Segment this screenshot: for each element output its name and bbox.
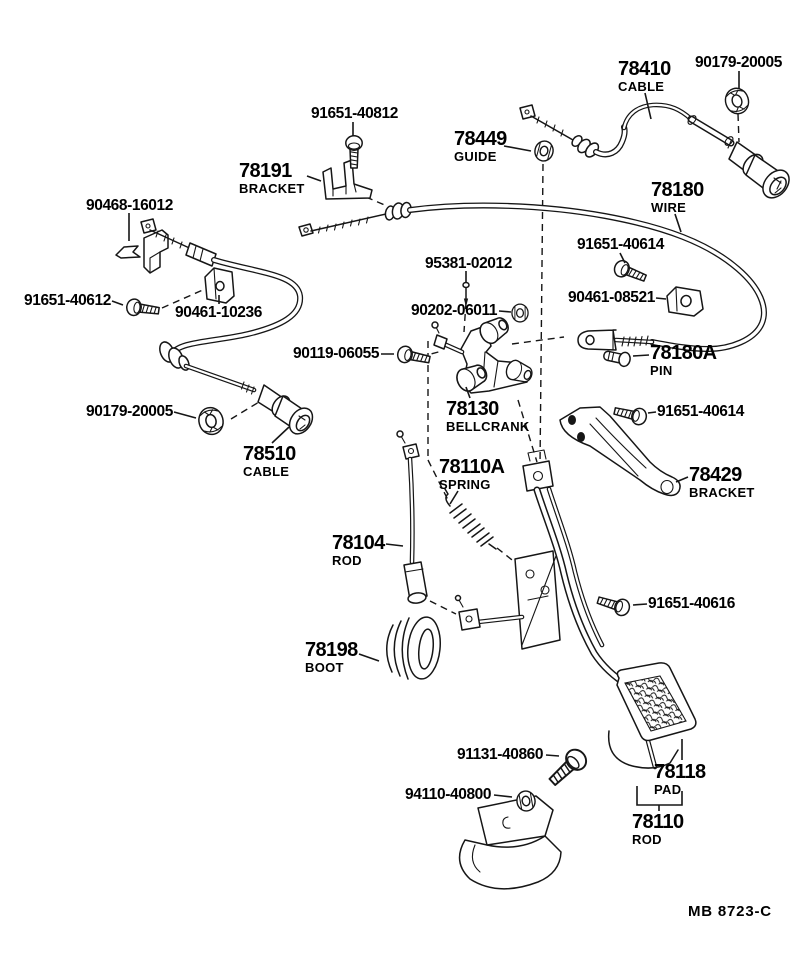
part-caption: ROD xyxy=(332,553,362,568)
part-78104-rod xyxy=(396,430,428,604)
part-78180-wire xyxy=(298,201,767,353)
part-label-90119-06055: 90119-06055 xyxy=(293,345,380,362)
part-label-91651-40614-lower: 91651-40614 xyxy=(657,404,744,420)
part-caption: CABLE xyxy=(618,79,665,94)
bolt-91651-40614-upper xyxy=(611,257,649,287)
part-caption: SPRING xyxy=(439,477,491,492)
part-label-90461-08521: 90461-08521 xyxy=(568,290,655,306)
part-94110-40800-stop xyxy=(458,744,592,890)
part-number: 78449 xyxy=(454,128,507,150)
part-label-90179-20005-top: 90179-20005 xyxy=(695,55,782,71)
part-number: 91651-40616 xyxy=(648,595,735,612)
part-label-90202-06011: 90202-06011 xyxy=(411,302,498,319)
part-number: 78191 xyxy=(239,160,292,182)
part-number: 91651-40612 xyxy=(24,292,111,309)
part-label-91651-40612: 91651-40612 xyxy=(24,293,111,309)
part-number: 91651-40614 xyxy=(657,403,744,420)
part-number: 91131-40860 xyxy=(457,746,544,763)
part-number: 90179-20005 xyxy=(86,403,173,420)
part-78130-bellcrank xyxy=(431,281,536,395)
part-number: 90119-06055 xyxy=(293,345,380,362)
part-caption: PAD xyxy=(654,782,682,797)
part-number: 78180A xyxy=(650,342,717,364)
part-number: 90461-10236 xyxy=(175,304,262,321)
part-78429-bracket xyxy=(559,406,681,497)
part-number: 90202-06011 xyxy=(411,302,498,319)
part-number: 78118 xyxy=(654,761,706,783)
bolt-90119-06055 xyxy=(395,344,432,369)
bolt-91651-40612 xyxy=(124,297,161,320)
part-number: 78104 xyxy=(332,532,385,554)
grommet-90179-20005-top xyxy=(721,84,753,118)
part-label-91651-40616: 91651-40616 xyxy=(648,596,735,612)
pin-78180A xyxy=(601,347,633,369)
clamp-90461-10236 xyxy=(204,267,235,304)
part-number: 78429 xyxy=(689,464,742,486)
part-number: 78180 xyxy=(651,179,704,201)
part-label-91651-40614-upper: 91651-40614 xyxy=(577,237,664,253)
part-label-91651-40812: 91651-40812 xyxy=(311,106,398,122)
part-caption: ROD xyxy=(632,832,662,847)
part-caption: BOOT xyxy=(305,660,344,675)
part-number: 94110-40800 xyxy=(405,786,492,803)
part-label-91131-40860: 91131-40860 xyxy=(457,746,544,763)
part-caption: BRACKET xyxy=(239,181,305,196)
part-number: 78410 xyxy=(618,58,671,80)
part-number: 91651-40812 xyxy=(311,105,398,122)
part-number: 78110 xyxy=(632,811,684,833)
guide-78449 xyxy=(531,138,557,164)
part-number: 90468-16012 xyxy=(86,197,173,214)
alignment-dashed-lines xyxy=(161,113,740,615)
part-label-95381-02012: 95381-02012 xyxy=(425,256,512,272)
part-caption: WIRE xyxy=(651,200,687,215)
bolt-91651-40614-lower xyxy=(612,402,649,427)
part-caption: CABLE xyxy=(243,464,290,479)
part-number: 78130 xyxy=(446,398,499,420)
part-number: 78510 xyxy=(243,443,296,465)
part-label-90468-16012: 90468-16012 xyxy=(86,198,173,214)
part-caption: BRACKET xyxy=(689,485,755,500)
part-label-90461-10236: 90461-10236 xyxy=(175,305,262,321)
part-number: 90179-20005 xyxy=(695,54,782,71)
part-number: 91651-40614 xyxy=(577,236,664,253)
part-78191-bracket xyxy=(322,135,373,200)
bolt-91131-40860 xyxy=(544,744,592,791)
part-caption: PIN xyxy=(650,363,673,378)
bolt-91651-40616 xyxy=(595,591,633,619)
leader-lines xyxy=(111,71,740,811)
part-number: 78198 xyxy=(305,639,358,661)
part-number: 90461-08521 xyxy=(568,289,655,306)
part-78510-cable xyxy=(115,218,314,438)
diagram-code: MB 8723-C xyxy=(688,903,772,920)
part-78110A-spring xyxy=(444,488,497,550)
part-number: 95381-02012 xyxy=(425,255,512,272)
part-78410-cable xyxy=(519,84,790,199)
part-label-94110-40800: 94110-40800 xyxy=(405,786,492,803)
clip-90468-16012 xyxy=(115,245,141,259)
part-78118-pad xyxy=(616,662,697,742)
grommet-90179-20005-left xyxy=(195,404,227,438)
part-caption: GUIDE xyxy=(454,149,497,164)
part-number: 78110A xyxy=(439,456,505,478)
part-78198-boot xyxy=(386,616,441,680)
nut-90202-06011 xyxy=(511,303,529,323)
part-caption: BELLCRANK xyxy=(446,419,530,434)
part-label-90179-20005-left: 90179-20005 xyxy=(86,404,173,420)
